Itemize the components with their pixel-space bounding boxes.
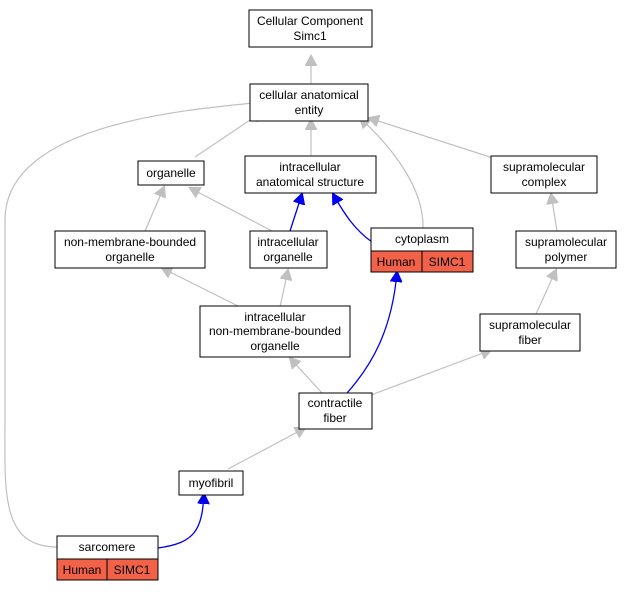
node-label-line: cellular anatomical — [259, 88, 358, 102]
node-sarcomere[interactable]: sarcomere Human SIMC1 — [56, 535, 159, 581]
annotation-gene-label: SIMC1 — [114, 563, 151, 577]
node-label-line: sarcomere — [79, 540, 136, 554]
edge-myofibril-to-cf — [227, 428, 305, 470]
edge-cf-to-cytoplasm — [346, 272, 397, 394]
node-myofibril[interactable]: myofibril — [178, 470, 244, 496]
annotation-gene-cell — [106, 558, 159, 581]
node-intracellular-anatomical-structure[interactable]: intracellular anatomical structure — [244, 155, 377, 194]
edge-io-to-ias — [289, 194, 302, 232]
node-non-membrane-bounded-organelle[interactable]: non-membrane-bounded organelle — [54, 230, 206, 269]
node-label-line: non-membrane-bounded — [209, 324, 341, 338]
node-label-line: organelle — [105, 250, 155, 264]
edges — [4, 56, 557, 549]
edge-smp-to-smc — [551, 194, 557, 232]
node-organelle[interactable]: organelle — [137, 160, 205, 186]
node-label-line: fiber — [518, 333, 541, 347]
node-intracellular-non-membrane-bounded-organelle[interactable]: intracellular non-membrane-bounded organ… — [199, 305, 351, 358]
annotation-gene-label: SIMC1 — [429, 255, 466, 269]
node-label-line: entity — [295, 103, 324, 117]
edge-sarcomere-to-cae — [4, 102, 264, 548]
node-label-line: intracellular — [279, 160, 340, 174]
node-label-line: anatomical structure — [256, 175, 364, 189]
node-label-line: supramolecular — [503, 160, 585, 174]
edge-cytoplasm-to-ias — [333, 194, 373, 243]
edge-cf-to-inmbo — [290, 358, 323, 394]
edge-nmbo-to-organelle — [144, 187, 164, 232]
edge-sarcomere-to-myofibril — [157, 494, 204, 549]
node-label-line: Simc1 — [293, 29, 327, 43]
node-cytoplasm[interactable]: cytoplasm Human SIMC1 — [370, 227, 474, 273]
node-label-line: fiber — [323, 411, 346, 425]
node-cellular-component-simc1[interactable]: Cellular Component Simc1 — [248, 9, 373, 48]
node-contractile-fiber[interactable]: contractile fiber — [298, 392, 373, 430]
edge-smc-to-cae — [369, 118, 494, 159]
annotation-species-label: Human — [63, 563, 102, 577]
node-label-line: contractile — [308, 396, 363, 410]
edge-smf-to-smp — [535, 270, 556, 315]
node-label-line: Cellular Component — [257, 14, 364, 28]
node-supramolecular-polymer[interactable]: supramolecular polymer — [515, 230, 617, 269]
edge-cytoplasm-to-cae — [360, 118, 424, 229]
edge-cf-to-smf — [370, 350, 491, 396]
node-supramolecular-complex[interactable]: supramolecular complex — [490, 155, 598, 194]
annotation-species-label: Human — [377, 255, 416, 269]
node-label-line: complex — [522, 175, 567, 189]
node-label-line: supramolecular — [525, 235, 607, 249]
node-label-line: organelle — [146, 166, 196, 180]
node-label-line: intracellular — [257, 235, 318, 249]
node-label-line: non-membrane-bounded — [64, 235, 196, 249]
edge-inmbo-to-io — [279, 270, 288, 308]
annotation-gene-cell — [421, 250, 474, 273]
node-cellular-anatomical-entity[interactable]: cellular anatomical entity — [249, 83, 369, 122]
node-intracellular-organelle[interactable]: intracellular organelle — [249, 230, 328, 269]
node-label-line: supramolecular — [489, 318, 571, 332]
node-label-line: myofibril — [189, 476, 234, 490]
edge-inmbo-to-nmbo — [162, 268, 241, 308]
edge-io-to-organelle — [190, 188, 273, 232]
node-label-line: organelle — [263, 250, 313, 264]
node-supramolecular-fiber[interactable]: supramolecular fiber — [479, 313, 581, 352]
node-label-line: polymer — [545, 250, 588, 264]
node-label-line: organelle — [250, 339, 300, 353]
node-label-line: intracellular — [244, 310, 305, 324]
node-label-line: cytoplasm — [395, 232, 449, 246]
